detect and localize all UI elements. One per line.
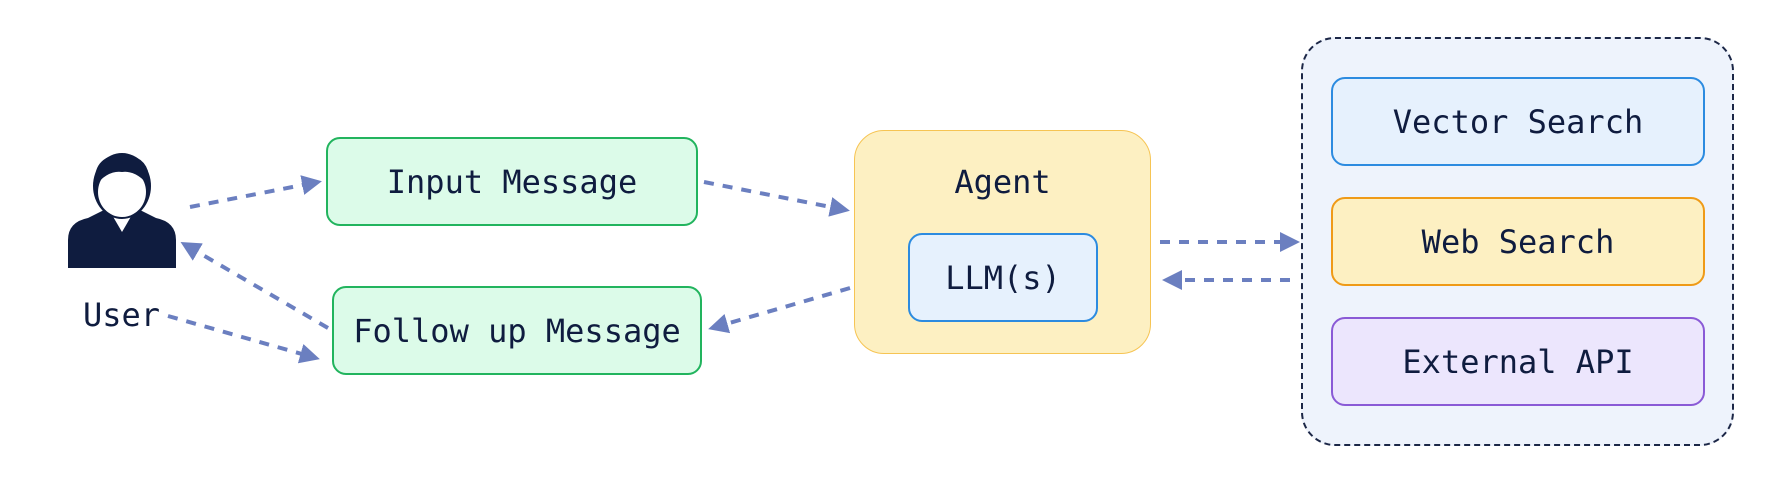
agent-title: Agent [954, 163, 1051, 201]
llm-box: LLM(s) [908, 233, 1098, 322]
user-label: User [83, 296, 161, 334]
vector-search-box: Vector Search [1331, 77, 1705, 166]
arrow-agent-to-followup [708, 286, 851, 334]
arrow-followup-to-user [180, 241, 330, 330]
arrow-user-to-followup [167, 314, 320, 364]
arrow-user-to-input [189, 175, 322, 209]
user-icon [68, 153, 176, 268]
input-message-box: Input Message [326, 137, 698, 226]
follow-up-message-box: Follow up Message [332, 286, 702, 375]
web-search-box: Web Search [1331, 197, 1705, 286]
external-api-box: External API [1331, 317, 1705, 406]
arrow-input-to-agent [703, 180, 850, 217]
